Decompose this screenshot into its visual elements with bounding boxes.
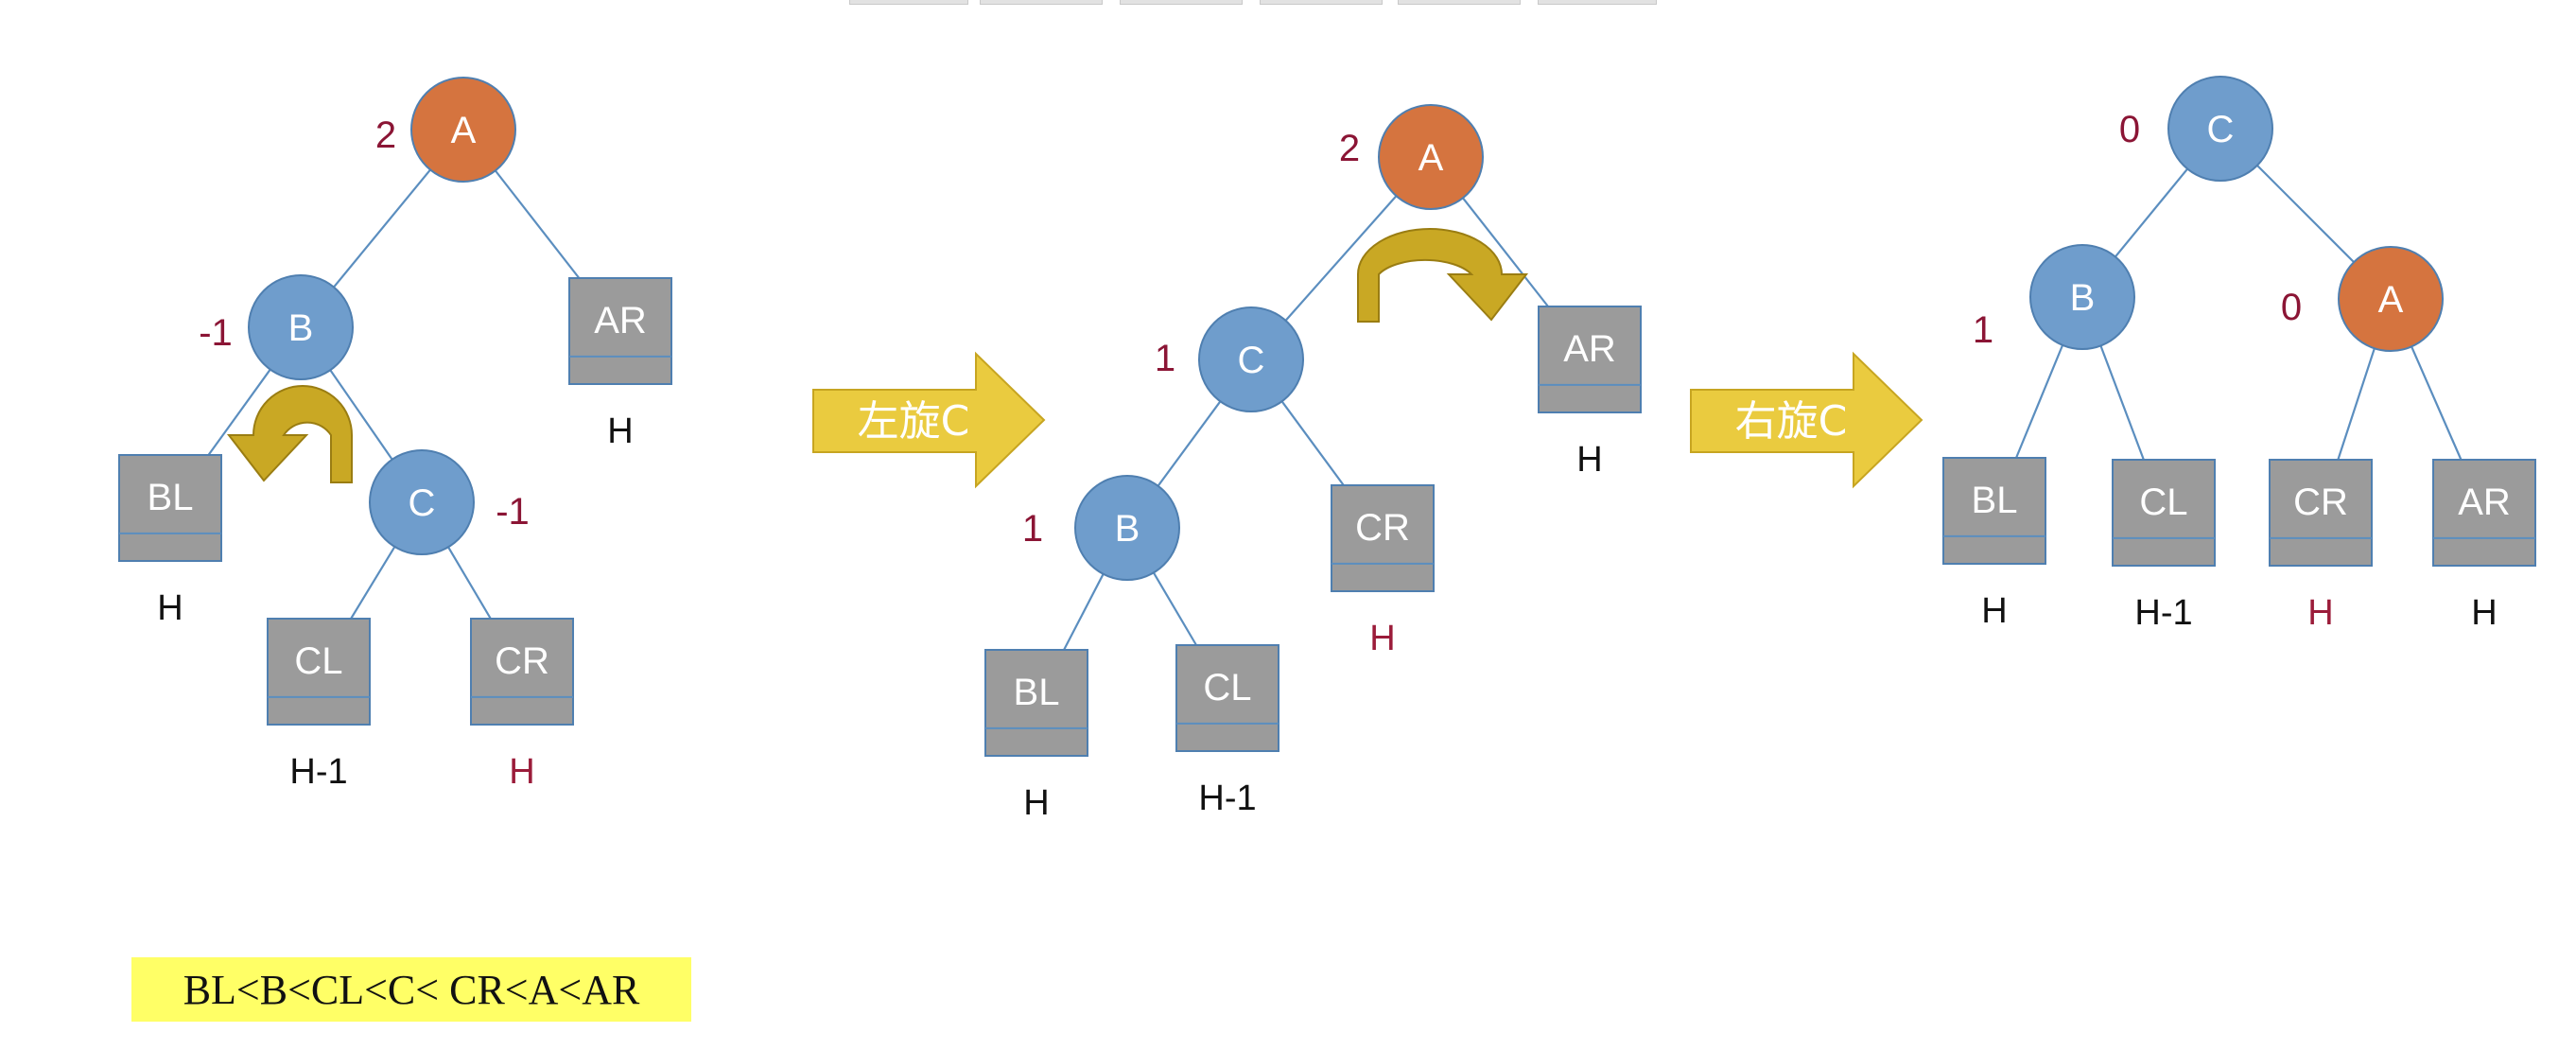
- balance-factor: -1: [496, 491, 530, 533]
- edge-B-BL: [207, 368, 271, 456]
- subtree-label: CL: [294, 640, 342, 682]
- subtree-label: BL: [148, 477, 194, 518]
- node-label: C: [409, 482, 436, 524]
- subtree-label: BL: [1972, 480, 2018, 521]
- node-label: A: [451, 110, 477, 151]
- node-label: B: [288, 307, 314, 349]
- top-tab-5: [1398, 0, 1521, 5]
- subtree-CL: CL: [2112, 459, 2216, 567]
- edge-C-CR: [1280, 400, 1345, 486]
- balance-factor: 1: [1022, 508, 1043, 550]
- node-label: C: [1238, 340, 1265, 381]
- subtree-CL: CL: [1175, 644, 1279, 752]
- edge-B-BL: [1063, 573, 1105, 651]
- node-B: B: [1074, 475, 1180, 581]
- node-C: C: [1198, 306, 1304, 412]
- node-label: B: [1115, 508, 1140, 550]
- edge-C-B: [1157, 400, 1222, 487]
- rotate-left-arrow: [226, 385, 353, 483]
- balance-factor: 2: [1339, 128, 1360, 169]
- edge-B-BL: [2015, 344, 2064, 459]
- top-tab-1: [849, 0, 968, 5]
- node-C: C: [2167, 76, 2273, 182]
- balance-factor: 2: [375, 114, 396, 156]
- subtree-label: AR: [2458, 481, 2511, 523]
- balance-factor: 1: [1973, 309, 1993, 351]
- edge-C-A: [2256, 165, 2355, 263]
- edge-B-C: [329, 369, 393, 461]
- subtree-BL: BL: [1942, 457, 2046, 565]
- subtree-CR: CR: [470, 618, 574, 726]
- nodes-layer: A B AR BL C CL CR A C AR B CR BL CL C B A BL CL CR AR: [118, 76, 2536, 757]
- balance-factor: 0: [2281, 287, 2302, 328]
- balance-factor: 1: [1155, 338, 1175, 379]
- edge-C-CR: [447, 546, 492, 620]
- subtree-height: H: [1023, 783, 1049, 823]
- subtree-height: H: [1369, 619, 1395, 658]
- subtree-label: AR: [1563, 328, 1616, 370]
- edge-B-CL: [1152, 571, 1197, 646]
- edge-A-AR: [2411, 345, 2463, 461]
- subtree-height: H: [509, 752, 534, 792]
- subtree-AR: AR: [1538, 306, 1642, 413]
- edge-A-AR: [494, 169, 581, 279]
- edges-layer: [207, 165, 2463, 651]
- subtree-label: BL: [1014, 672, 1060, 713]
- subtree-label: AR: [594, 300, 647, 341]
- node-B: B: [2029, 244, 2135, 350]
- subtree-height: H: [2307, 593, 2333, 633]
- balance-factor: 0: [2119, 109, 2140, 150]
- subtree-BL: BL: [118, 454, 222, 562]
- subtree-label: CR: [495, 640, 549, 682]
- edge-A-C: [1284, 195, 1398, 322]
- subtree-height: H: [1981, 591, 2007, 631]
- node-label: B: [2070, 277, 2096, 319]
- subtree-label: CL: [2139, 481, 2187, 523]
- rotate-right-c-arrow: 右旋C: [1690, 351, 1923, 489]
- top-tab-4: [1260, 0, 1383, 5]
- node-A: A: [1378, 104, 1484, 210]
- subtree-label: CL: [1203, 667, 1251, 709]
- balance-factor: -1: [199, 312, 233, 354]
- edge-C-CL: [350, 546, 396, 620]
- subtree-height: H: [607, 411, 633, 451]
- subtree-CR: CR: [1331, 484, 1435, 592]
- inorder-sequence: BL<B<CL<C< CR<A<AR: [131, 957, 691, 1022]
- node-label: C: [2207, 109, 2235, 150]
- node-label: A: [2378, 279, 2404, 321]
- arrow-label: 左旋C: [858, 397, 970, 446]
- subtree-CR: CR: [2269, 459, 2373, 567]
- subtree-height: H-1: [289, 752, 347, 792]
- edge-A-CR: [2337, 347, 2376, 461]
- edge-A-B: [333, 168, 431, 289]
- subtree-BL: BL: [984, 649, 1088, 757]
- arrow-label: 右旋C: [1735, 397, 1848, 446]
- edge-C-B: [2115, 167, 2188, 258]
- top-tab-6: [1538, 0, 1657, 5]
- subtree-label: CR: [1355, 507, 1410, 549]
- subtree-label: CR: [2293, 481, 2348, 523]
- node-A: A: [410, 77, 516, 183]
- node-C: C: [369, 449, 475, 555]
- subtree-AR: AR: [568, 277, 672, 385]
- top-tab-2: [980, 0, 1103, 5]
- node-label: A: [1419, 137, 1444, 179]
- subtree-height: H-1: [2134, 593, 2192, 633]
- subtree-height: H-1: [1198, 779, 1256, 818]
- top-tab-3: [1120, 0, 1243, 5]
- subtree-height: H: [1576, 440, 1602, 480]
- edge-B-CL: [2099, 345, 2145, 461]
- node-A: A: [2338, 246, 2444, 352]
- subtree-AR: AR: [2432, 459, 2536, 567]
- rotate-left-c-arrow: 左旋C: [812, 351, 1046, 489]
- subtree-height: H: [2471, 593, 2497, 633]
- subtree-CL: CL: [267, 618, 371, 726]
- subtree-height: H: [157, 588, 183, 628]
- node-B: B: [248, 274, 354, 380]
- rotate-right-arrow: [1357, 228, 1529, 323]
- edge-A-AR: [1462, 197, 1549, 307]
